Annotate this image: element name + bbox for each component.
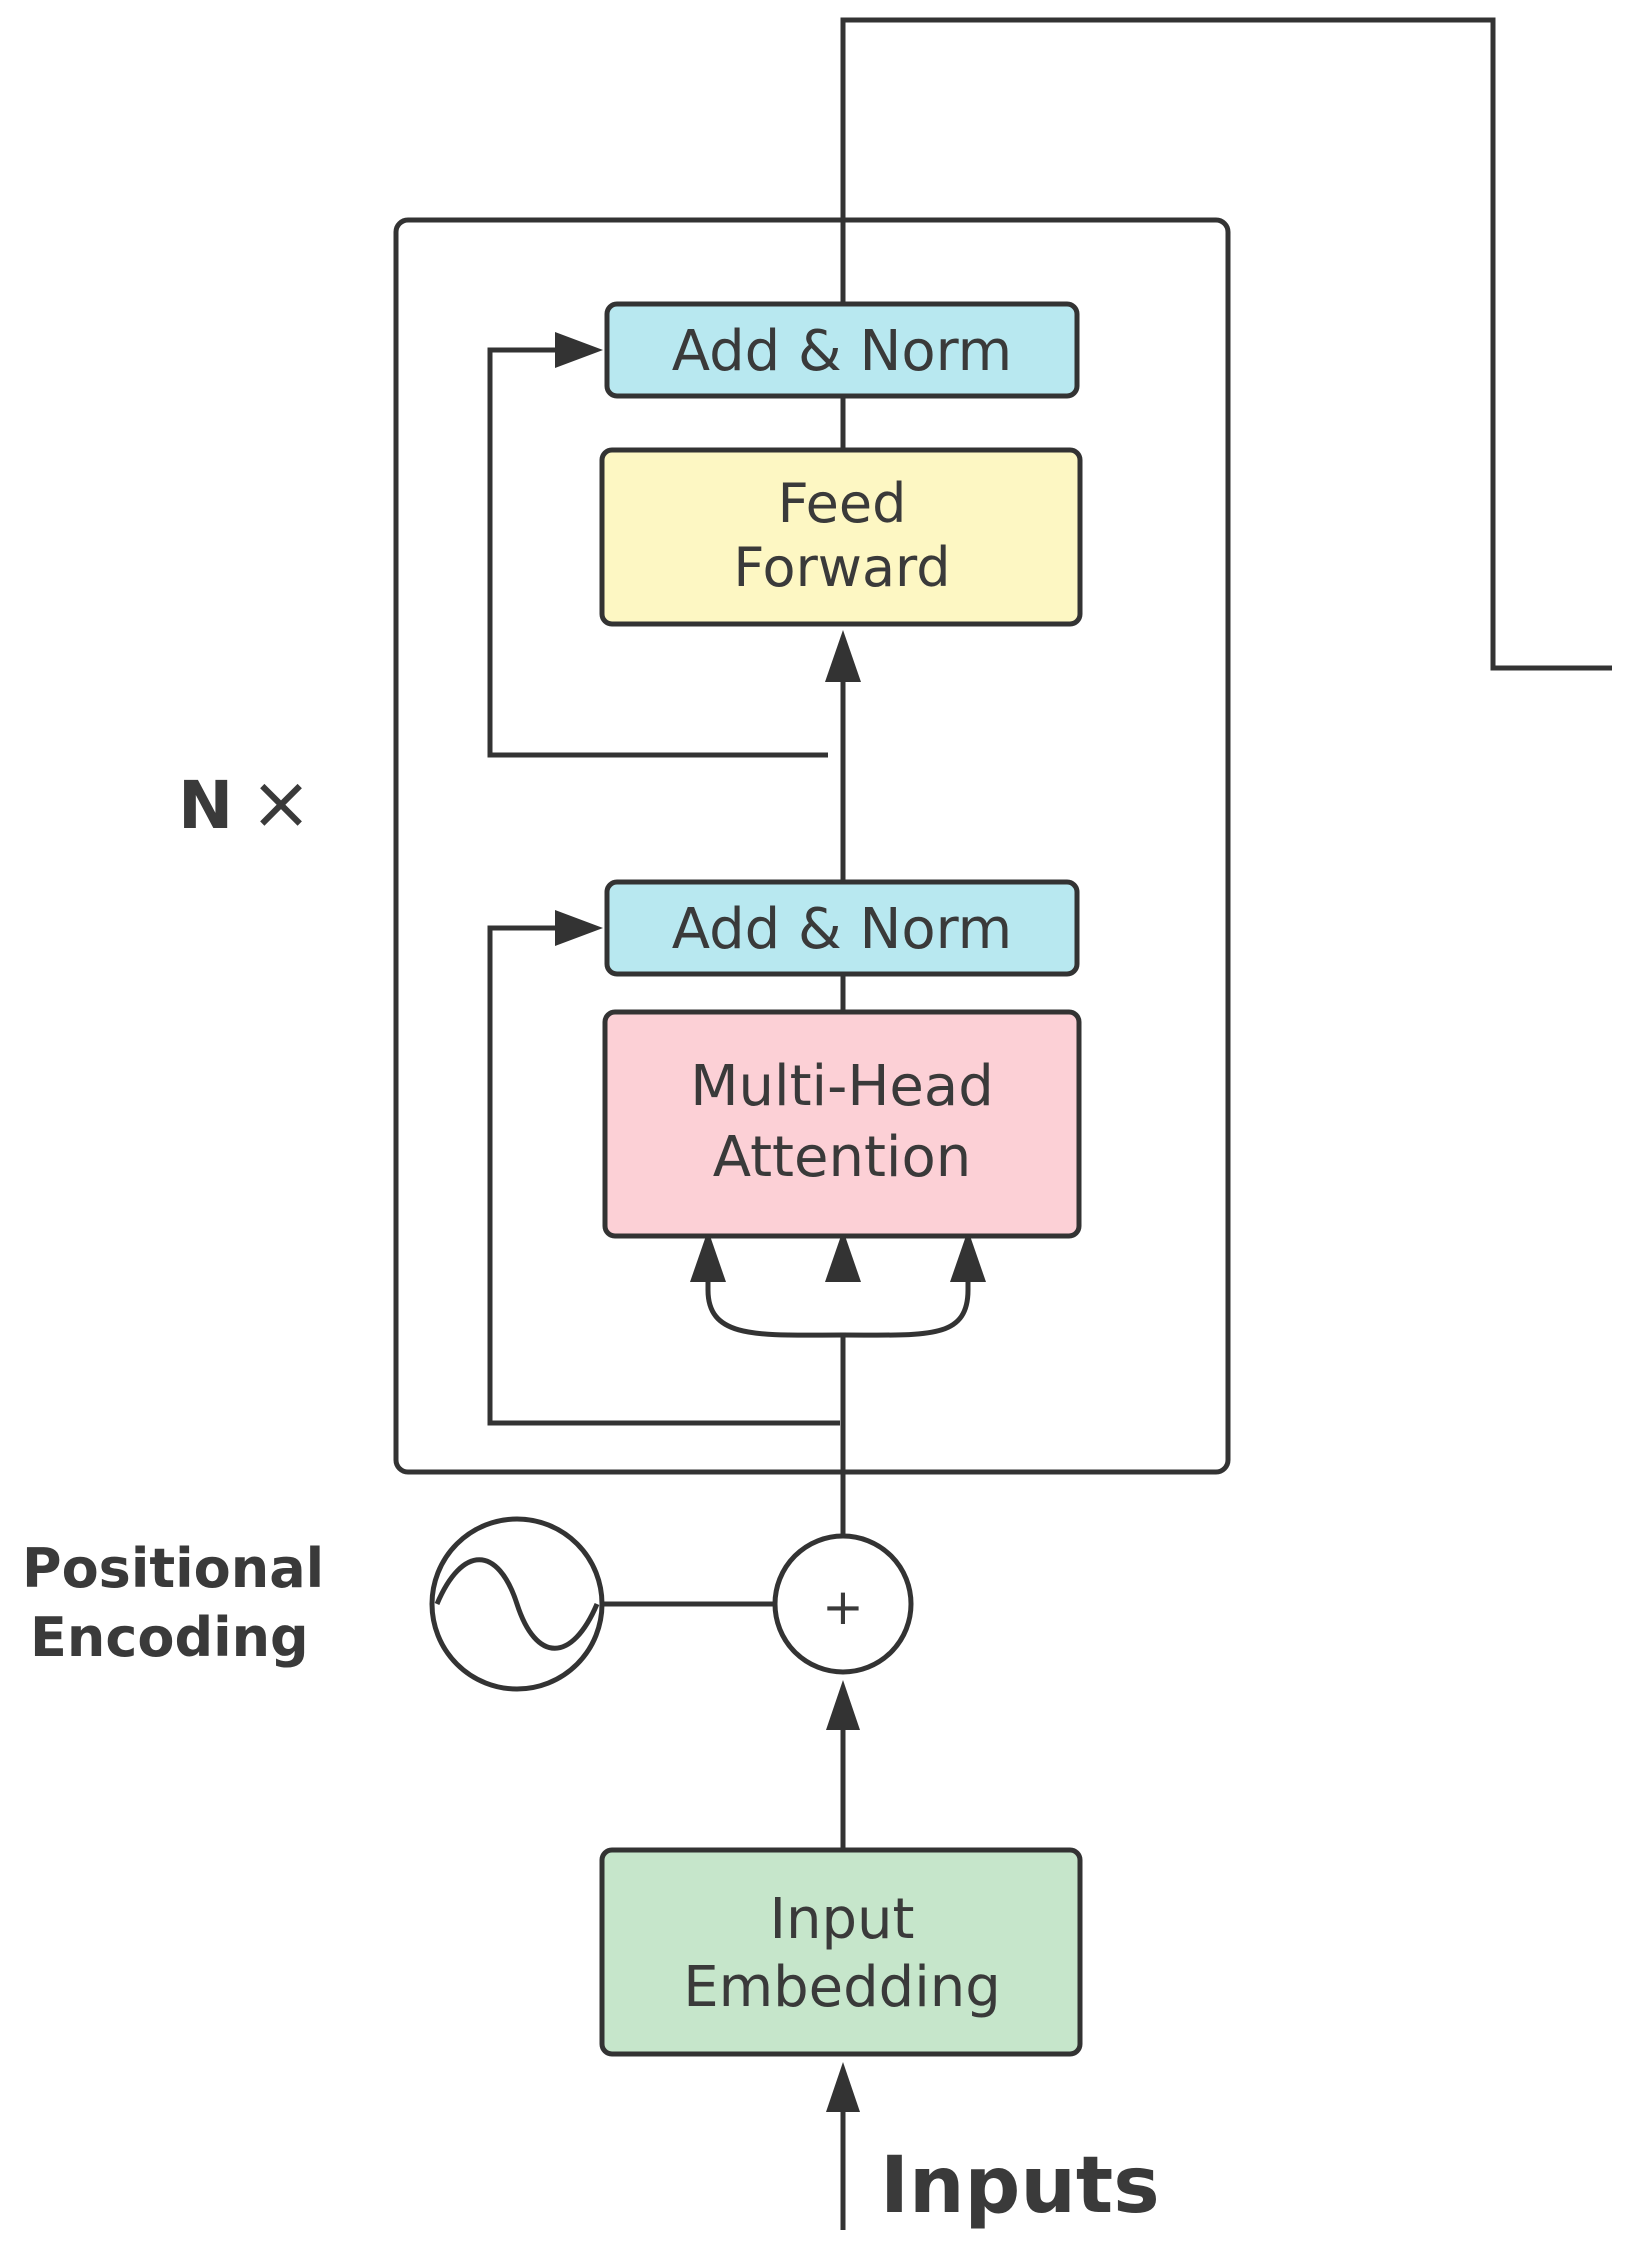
add-norm-bottom-box [604,879,1080,977]
input-embedding-box [599,1847,1083,2057]
input-arrowhead [826,2062,860,2112]
feed-forward-label-line1: Feed [778,472,907,535]
multi-head-attention-box [602,1009,1082,1239]
output-path [840,17,1612,671]
add-norm-bottom-label: Add & Norm [672,897,1012,962]
embedding-label-line2: Embedding [683,1955,1001,2020]
sum-circle [772,1533,914,1675]
attention-arrowhead-right [950,1230,986,1282]
sum-arrowhead [826,1680,860,1730]
positional-encoding-label-line1: Positional [22,1537,324,1600]
feedforward-arrowhead [825,630,861,682]
residual-path-top [487,347,828,758]
residual-arrowhead-bottom [555,910,603,946]
attention-split-curves [705,1289,971,1338]
repeat-count-label: N [178,767,233,844]
plus-icon: + [822,1578,864,1636]
feed-forward-box [599,447,1083,627]
residual-arrowhead-top [555,332,603,368]
add-norm-top-label: Add & Norm [672,319,1012,384]
inputs-label: Inputs [880,2141,1160,2231]
sine-wave-icon [434,1557,600,1651]
attention-arrowhead-left [690,1230,726,1282]
attention-label-line2: Attention [713,1125,971,1190]
attention-arrowhead-center [825,1230,861,1282]
repeat-multiply-icon: × [250,760,312,846]
add-norm-top-box [604,301,1080,399]
feed-forward-label-line2: Forward [733,536,950,599]
positional-encoding-label-line2: Encoding [30,1606,309,1669]
attention-label-line1: Multi-Head [690,1054,994,1119]
encoder-layer-container [393,217,1231,1475]
embedding-label-line1: Input [769,1887,914,1952]
residual-path-bottom [487,925,840,1426]
